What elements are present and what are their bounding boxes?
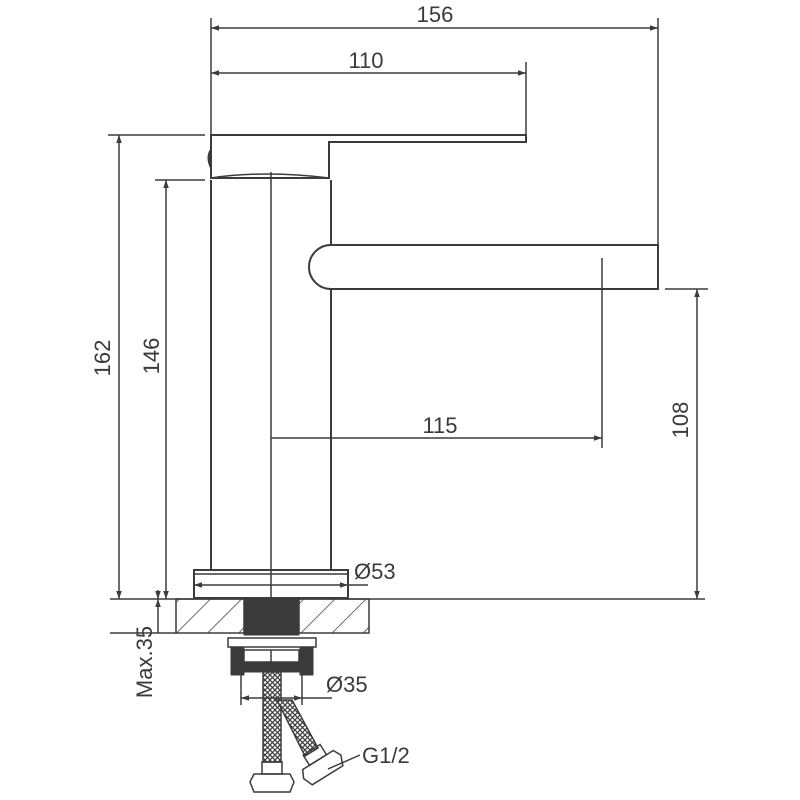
dim-label-110: 110 [348, 48, 383, 73]
dim-label-162: 162 [90, 340, 115, 377]
dim-total-height: 162 [90, 135, 122, 599]
dim-label-d53: Ø53 [354, 559, 396, 584]
dim-label-146: 146 [139, 338, 164, 375]
lever-handle [207, 134, 527, 179]
callout-label-g12: G1/2 [362, 743, 410, 768]
dim-body-height: 146 [139, 180, 169, 599]
dim-label-max35: Max.35 [132, 626, 157, 698]
dim-shank-diameter: Ø35 [240, 672, 368, 705]
extension-lines [108, 18, 708, 448]
callout-connection-thread: G1/2 [327, 743, 410, 770]
flex-hoses [249, 671, 344, 793]
body-column [210, 172, 332, 600]
dim-spout-height: 108 [668, 289, 700, 599]
mounting-assembly [227, 598, 317, 676]
deck-section [110, 598, 705, 634]
dim-label-156: 156 [417, 2, 454, 27]
faucet-body [193, 134, 659, 600]
dim-handle-length: 110 [211, 48, 526, 76]
spout [308, 244, 659, 290]
dim-label-115: 115 [422, 413, 457, 438]
dim-spout-reach: 115 [271, 413, 602, 441]
dim-base-diameter: Ø53 [194, 559, 396, 588]
dim-label-d35: Ø35 [326, 672, 368, 697]
dim-overall-reach: 156 [211, 2, 658, 31]
dim-max-deck-thickness: Max.35 [132, 590, 161, 698]
dim-label-108: 108 [668, 402, 693, 439]
